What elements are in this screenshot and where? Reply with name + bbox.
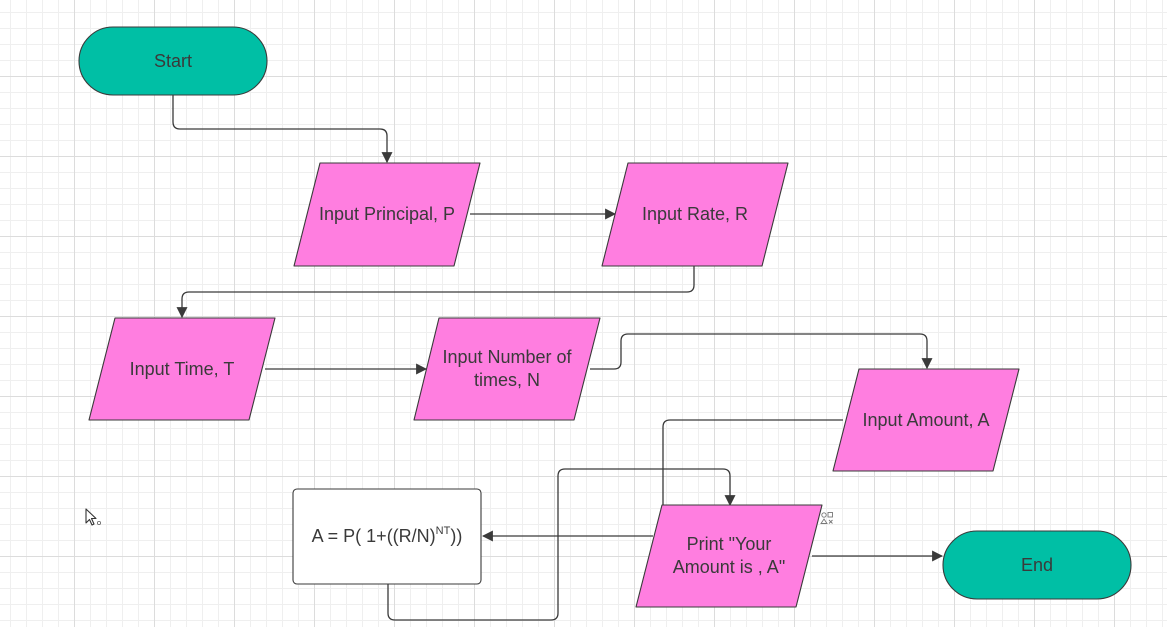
edge-rate-to-time[interactable] xyxy=(176,266,695,319)
input-principal-parallelogram[interactable] xyxy=(293,162,481,267)
input-rate-parallelogram[interactable] xyxy=(601,162,789,267)
rotate-handle-icon[interactable] xyxy=(820,511,834,525)
print-output-parallelogram[interactable] xyxy=(635,504,823,608)
start-terminal[interactable] xyxy=(78,26,268,96)
edge-start-to-principal[interactable] xyxy=(172,95,393,164)
formula-process-box[interactable] xyxy=(292,488,482,585)
edge-number-to-amount[interactable] xyxy=(590,333,933,370)
end-terminal[interactable] xyxy=(942,530,1132,600)
input-number-parallelogram[interactable] xyxy=(413,317,601,421)
edge-formula-to-print[interactable] xyxy=(387,468,736,621)
edge-amount-to-print[interactable] xyxy=(662,419,843,507)
input-amount-parallelogram[interactable] xyxy=(832,368,1020,472)
input-time-parallelogram[interactable] xyxy=(88,317,276,421)
mouse-pointer-icon xyxy=(85,508,101,526)
